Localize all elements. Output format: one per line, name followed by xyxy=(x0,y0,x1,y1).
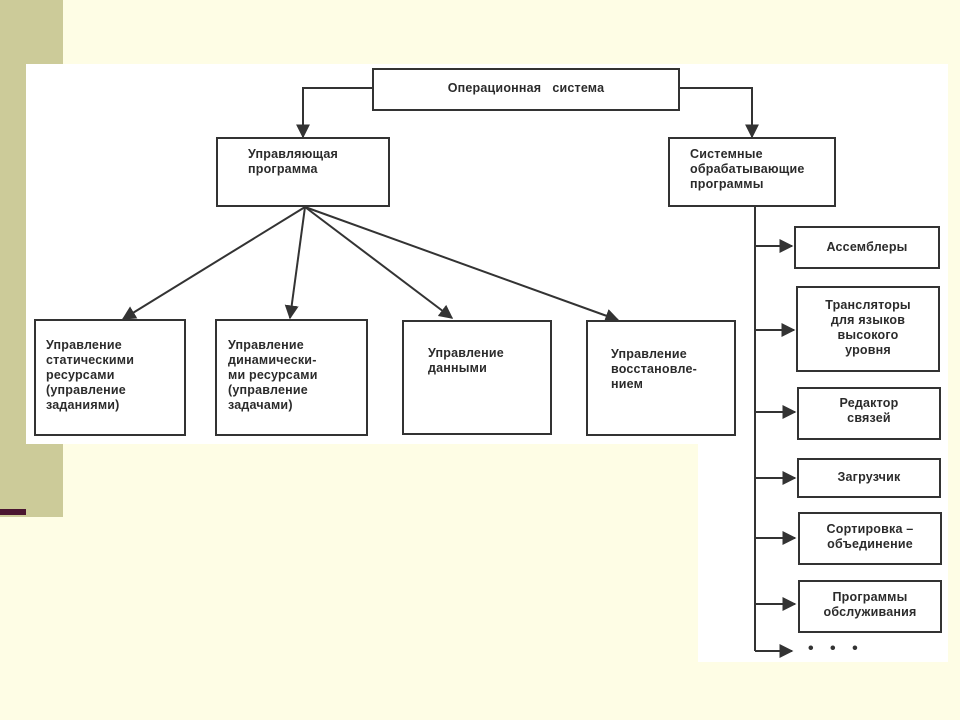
node-recovery-management-label: Управление восстановле- нием xyxy=(611,347,697,391)
node-control-program-label: Управляющая программа xyxy=(248,147,339,176)
node-dynamic-resources-label: Управление динамически- ми ресурсами (уп… xyxy=(228,338,318,412)
edge-control-data xyxy=(304,206,454,319)
node-data-management-label: Управление данными xyxy=(428,346,504,375)
node-link-editor xyxy=(797,387,941,440)
node-service-programs xyxy=(798,580,942,633)
node-link-editor-label: Редактор связей xyxy=(839,396,899,425)
node-dynamic-resources xyxy=(215,319,368,436)
node-loader xyxy=(797,458,941,498)
node-service-programs-label: Программы обслуживания xyxy=(823,590,917,619)
node-assemblers xyxy=(794,226,940,269)
node-assemblers-label: Ассемблеры xyxy=(826,240,908,254)
node-translators-label: Трансляторы для языков высокого уровня xyxy=(825,298,911,357)
edge-root-control xyxy=(296,87,372,139)
node-sort-merge xyxy=(798,512,942,565)
edge-root-system xyxy=(680,87,759,139)
node-static-resources xyxy=(34,319,186,436)
node-operating-system-label: Операционная система xyxy=(447,81,605,95)
node-static-resources-label: Управление статическими ресурсами (управ… xyxy=(46,338,135,412)
node-control-program xyxy=(216,137,390,207)
node-system-programs-label: Системные обрабатывающие программы xyxy=(690,147,805,191)
node-recovery-management xyxy=(586,320,736,436)
node-translators xyxy=(796,286,940,372)
node-sort-merge-label: Сортировка – объединение xyxy=(826,522,914,551)
slide-accent-line xyxy=(0,509,26,515)
node-system-programs xyxy=(668,137,836,207)
more-ellipsis: • • • xyxy=(808,640,864,657)
node-data-management xyxy=(402,320,552,435)
edge-control-recovery xyxy=(304,206,620,323)
edge-control-dynamic xyxy=(284,206,306,320)
edge-control-static xyxy=(121,206,306,320)
node-loader-label: Загрузчик xyxy=(837,470,901,484)
node-operating-system xyxy=(372,68,680,111)
